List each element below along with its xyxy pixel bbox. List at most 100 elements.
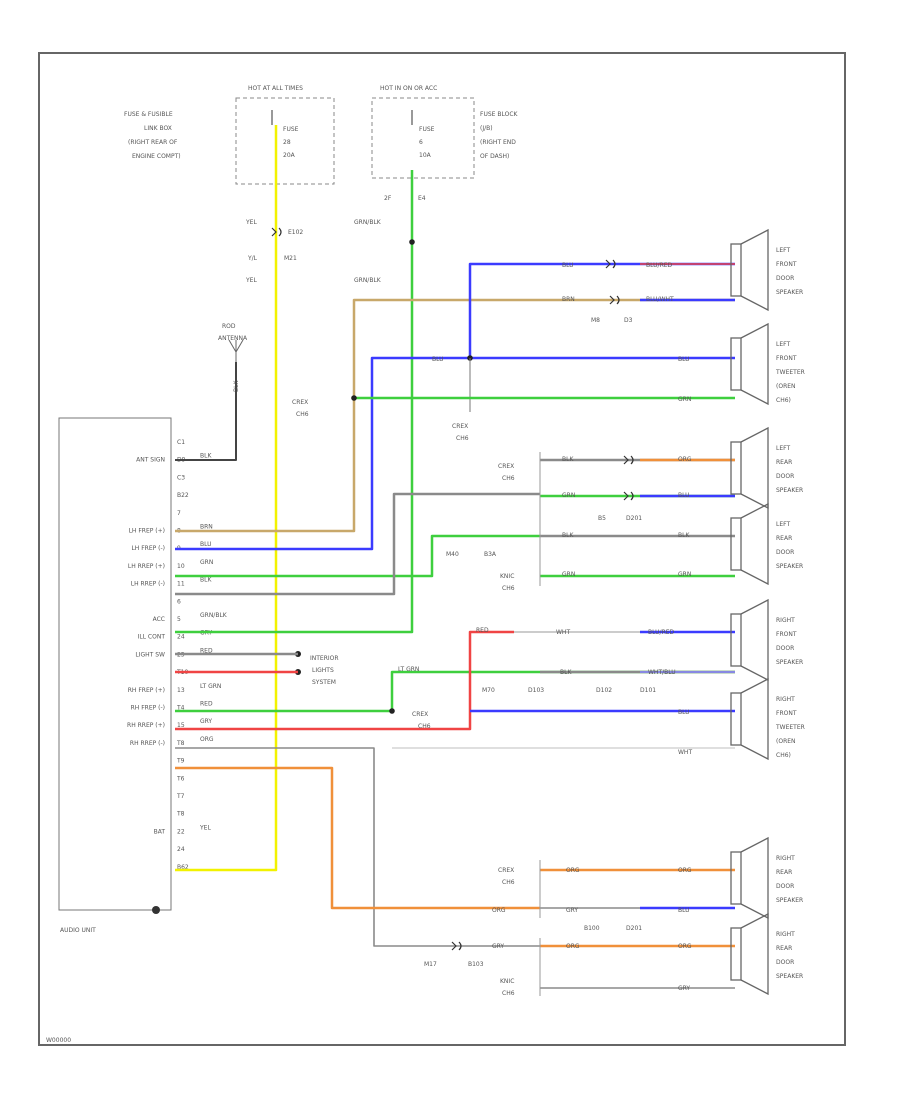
wire-lf-blu [468,262,735,358]
fuse2-label-2: 10A [419,152,432,159]
wire-lh-frep-neg [175,356,735,551]
speaker-label-line: SPEAKER [776,563,803,570]
wl-lr2-blk-r: BLK [678,532,690,539]
conn-e102 [271,227,277,237]
pin-name: ACC [153,616,165,623]
speaker-cone-icon [740,598,769,682]
lf-conn-0: M8 [591,317,600,324]
lf-conn-1: D3 [624,317,633,324]
rf-conn-3: D101 [640,687,656,694]
pin-name: BAT [154,828,166,835]
pin-name: RH RREP (+) [127,722,165,729]
pin-number: 11 [177,581,185,588]
pin-name: LH FREP (+) [129,528,165,535]
speaker-label-line: DOOR [776,959,794,966]
pin-number: T8 [176,740,185,747]
fuse2-location-3: OF DASH) [480,153,509,160]
audio-unit-box [58,417,172,911]
yel-lower-label: YEL [245,277,257,284]
wire-ant-blk [175,362,237,461]
wl-rr-blu: BLU [678,907,690,914]
wire-acc-grnblk [175,170,414,634]
speaker-cone-icon [740,426,769,510]
pin-number: 13 [177,687,185,694]
fuse1-location-0: FUSE & FUSIBLE [124,111,173,118]
pin-wire-color: GRN [200,559,213,566]
wl-rr2-gry: GRY [492,943,504,950]
pin-wire-color: LT GRN [200,683,221,690]
wl-lf-top-right: BLU/RED [646,262,673,269]
speaker-label-line: LEFT [776,445,790,452]
wire-rh-rrep-pos [175,747,540,947]
splice-rr-lower-1: CH6 [502,990,515,997]
speaker-label-line: DOOR [776,883,794,890]
grnblk-lower-label: GRN/BLK [354,277,382,284]
pin-wire-color: GRY [200,718,212,725]
pin-name: LH RREP (-) [131,581,165,588]
speaker-label-line: SPEAKER [776,487,803,494]
wl-rr2-gry-r: GRY [678,985,690,992]
pin-name: ILL CONT [138,634,166,641]
rr-conn-0: B100 [584,925,600,932]
conn-e102-mate [278,227,282,237]
pin-number: 10 [177,563,185,570]
speaker-label-line: RIGHT [776,931,795,938]
wires [175,110,735,996]
rf-conn-2: D102 [596,687,612,694]
speaker-label-line: FRONT [776,631,797,638]
wl-lr-blk: BLK [562,456,574,463]
conn-d201-mate [630,491,634,501]
speaker-cone-icon [740,228,769,312]
pin-name: RH RREP (-) [130,740,165,747]
pin-wire-color: BLK [200,453,212,460]
speaker-label-line: DOOR [776,275,794,282]
wire-lh-rrep-neg [175,492,540,596]
speaker-rrd2: RIGHT REAR DOOR SPEAKER [730,912,803,996]
pin-wire-color: GRN/BLK [200,612,228,619]
speaker-label-line: REAR [776,945,792,952]
speaker-label-line: FRONT [776,710,797,717]
pin-name: RH FREP (-) [131,705,165,712]
speaker-label-line: (OREN [776,383,796,390]
pin-wire-color: YEL [199,824,211,831]
wl-rf-ltgrn: LT GRN [398,666,419,673]
interior-lights-label-2: SYSTEM [312,679,336,686]
wire-rh-rrep-neg [175,766,540,910]
splice-rf [389,708,395,714]
speaker-label-line: SPEAKER [776,973,803,980]
wl-lf-bot-left: BRN [562,296,575,303]
lr-conn-1: D201 [626,515,642,522]
speaker-label-line: REAR [776,535,792,542]
fuse2-location-1: (J/B) [480,125,493,132]
speaker-label-line: TWEETER [775,724,805,731]
yel-mid-label: Y/L [247,255,258,262]
pin-wire-color: RED [200,701,213,708]
pin-number: T6 [176,775,185,782]
splice-rr-upper-0: CREX [498,867,514,874]
pin-wire-color: BRN [200,524,213,531]
conn-m8 [605,259,611,269]
speaker-label-line: REAR [776,459,792,466]
hot-at-all-times-label: HOT AT ALL TIMES [248,85,303,92]
interior-lights-label-1: LIGHTS [312,667,334,674]
fuse1-location-2: (RIGHT REAR OF [128,139,178,146]
rr-conn-1: D201 [626,925,642,932]
antenna-label-1: ANTENNA [218,335,248,342]
wl-lft-grn: GRN [678,396,691,403]
antenna-label-0: ROD [222,323,236,330]
fuse1-label-1: 28 [283,139,291,146]
speaker-label-line: SPEAKER [776,897,803,904]
pin-name: LIGHT SW [135,651,165,658]
speaker-body [730,851,742,905]
speaker-label-line: REAR [776,869,792,876]
pin-number: 6 [177,598,181,605]
speaker-label-line: (OREN [776,738,796,745]
pin-wire-color: ORG [200,736,214,743]
pin-number: C1 [177,439,185,446]
